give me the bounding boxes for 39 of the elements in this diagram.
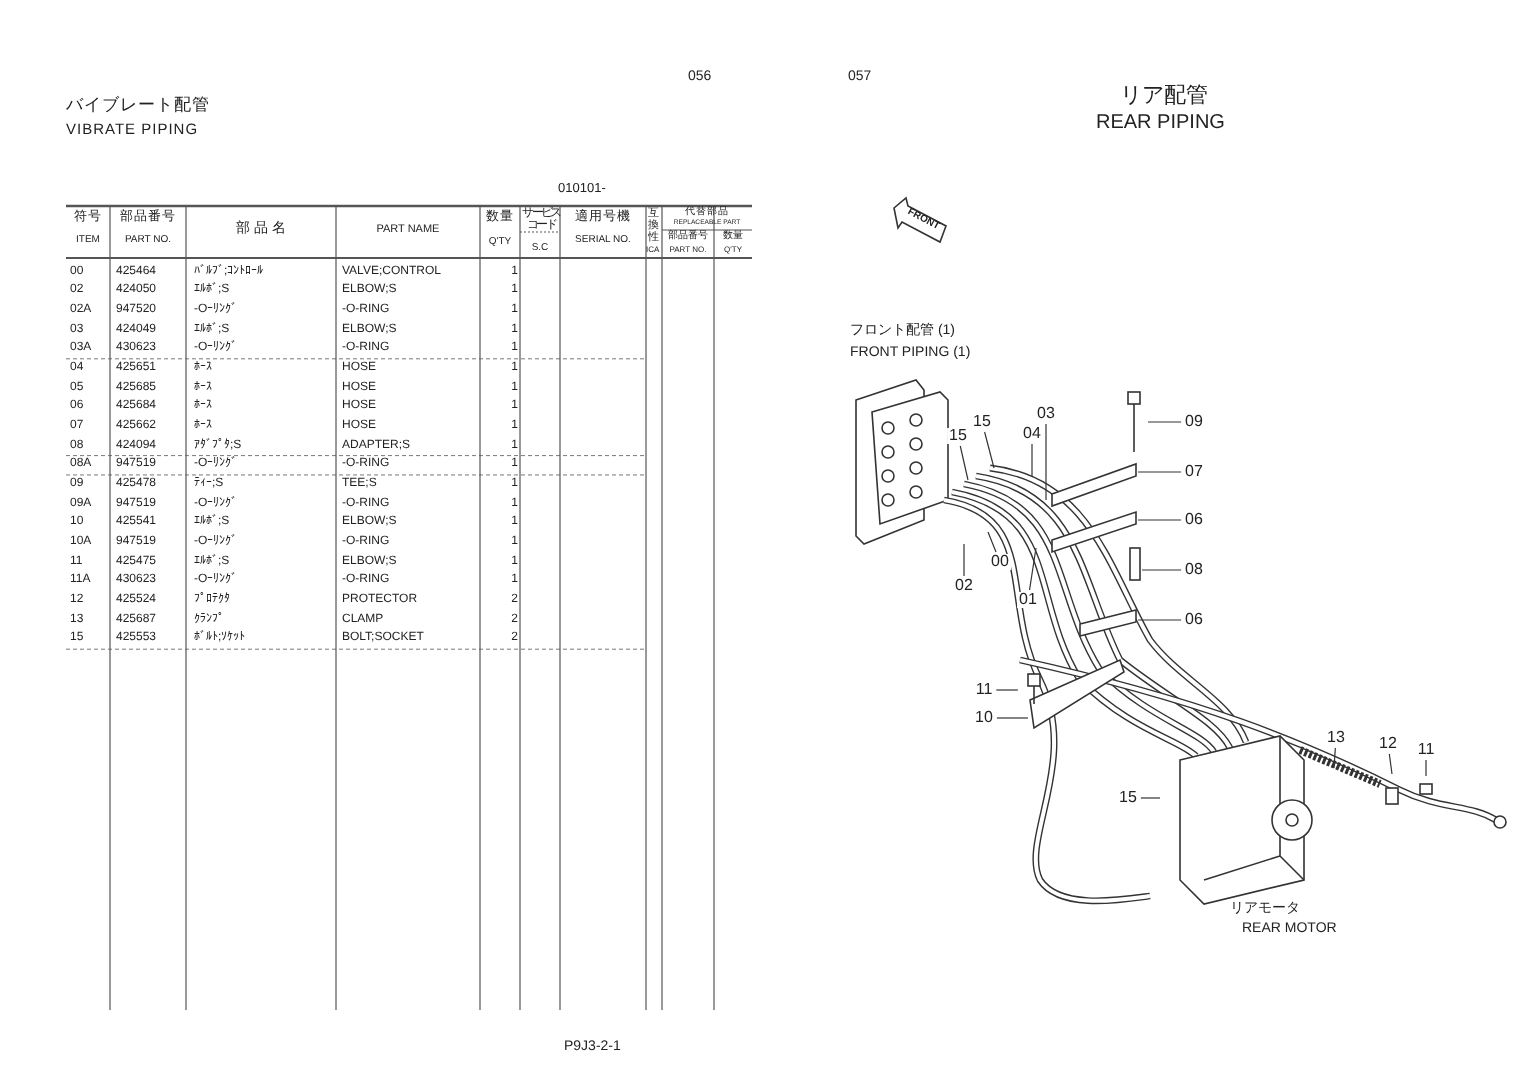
leader-line — [1388, 753, 1393, 775]
callout-number: 10 — [973, 710, 995, 726]
callout-number: 15 — [971, 414, 993, 430]
callout-number: 11 — [1415, 742, 1437, 758]
callout-number: 15 — [947, 428, 969, 444]
section-heading: REAR PIPING — [1096, 112, 1225, 134]
leader-line — [1147, 421, 1182, 423]
leader-line — [1031, 443, 1033, 477]
leader-line — [1137, 519, 1182, 521]
callout-number: 03 — [1035, 406, 1057, 422]
callout-number: 08 — [1183, 562, 1205, 578]
leader-line — [1141, 569, 1182, 571]
callout-number: 01 — [1017, 592, 1039, 608]
leader-line — [963, 543, 965, 577]
callout-number: 09 — [1183, 414, 1205, 430]
callout-number: 04 — [1021, 426, 1043, 442]
callout-number: 06 — [1183, 612, 1205, 628]
leader-line — [1137, 471, 1182, 473]
callout-number: 11 — [973, 682, 995, 698]
callout-number: 12 — [1377, 736, 1399, 752]
leader-line — [984, 431, 995, 469]
leader-line — [1045, 423, 1047, 501]
leader-line — [1333, 747, 1336, 769]
leader-line — [959, 445, 969, 481]
section-heading: バイブレート配管 — [66, 96, 210, 115]
leader-line — [1425, 759, 1427, 777]
section-heading: リア配管 — [1120, 84, 1208, 109]
callout-number: 13 — [1325, 730, 1347, 746]
leader-line — [1137, 619, 1182, 621]
callout-number: 07 — [1183, 464, 1205, 480]
callout-number: 02 — [953, 578, 975, 594]
leader-line — [995, 689, 1019, 691]
callout-number: 06 — [1183, 512, 1205, 528]
leader-line — [1028, 547, 1037, 591]
leader-line — [987, 531, 997, 553]
callout-number: 00 — [989, 554, 1011, 570]
leader-line — [996, 717, 1029, 719]
leader-line — [1140, 797, 1161, 799]
callout-number: 15 — [1117, 790, 1139, 806]
